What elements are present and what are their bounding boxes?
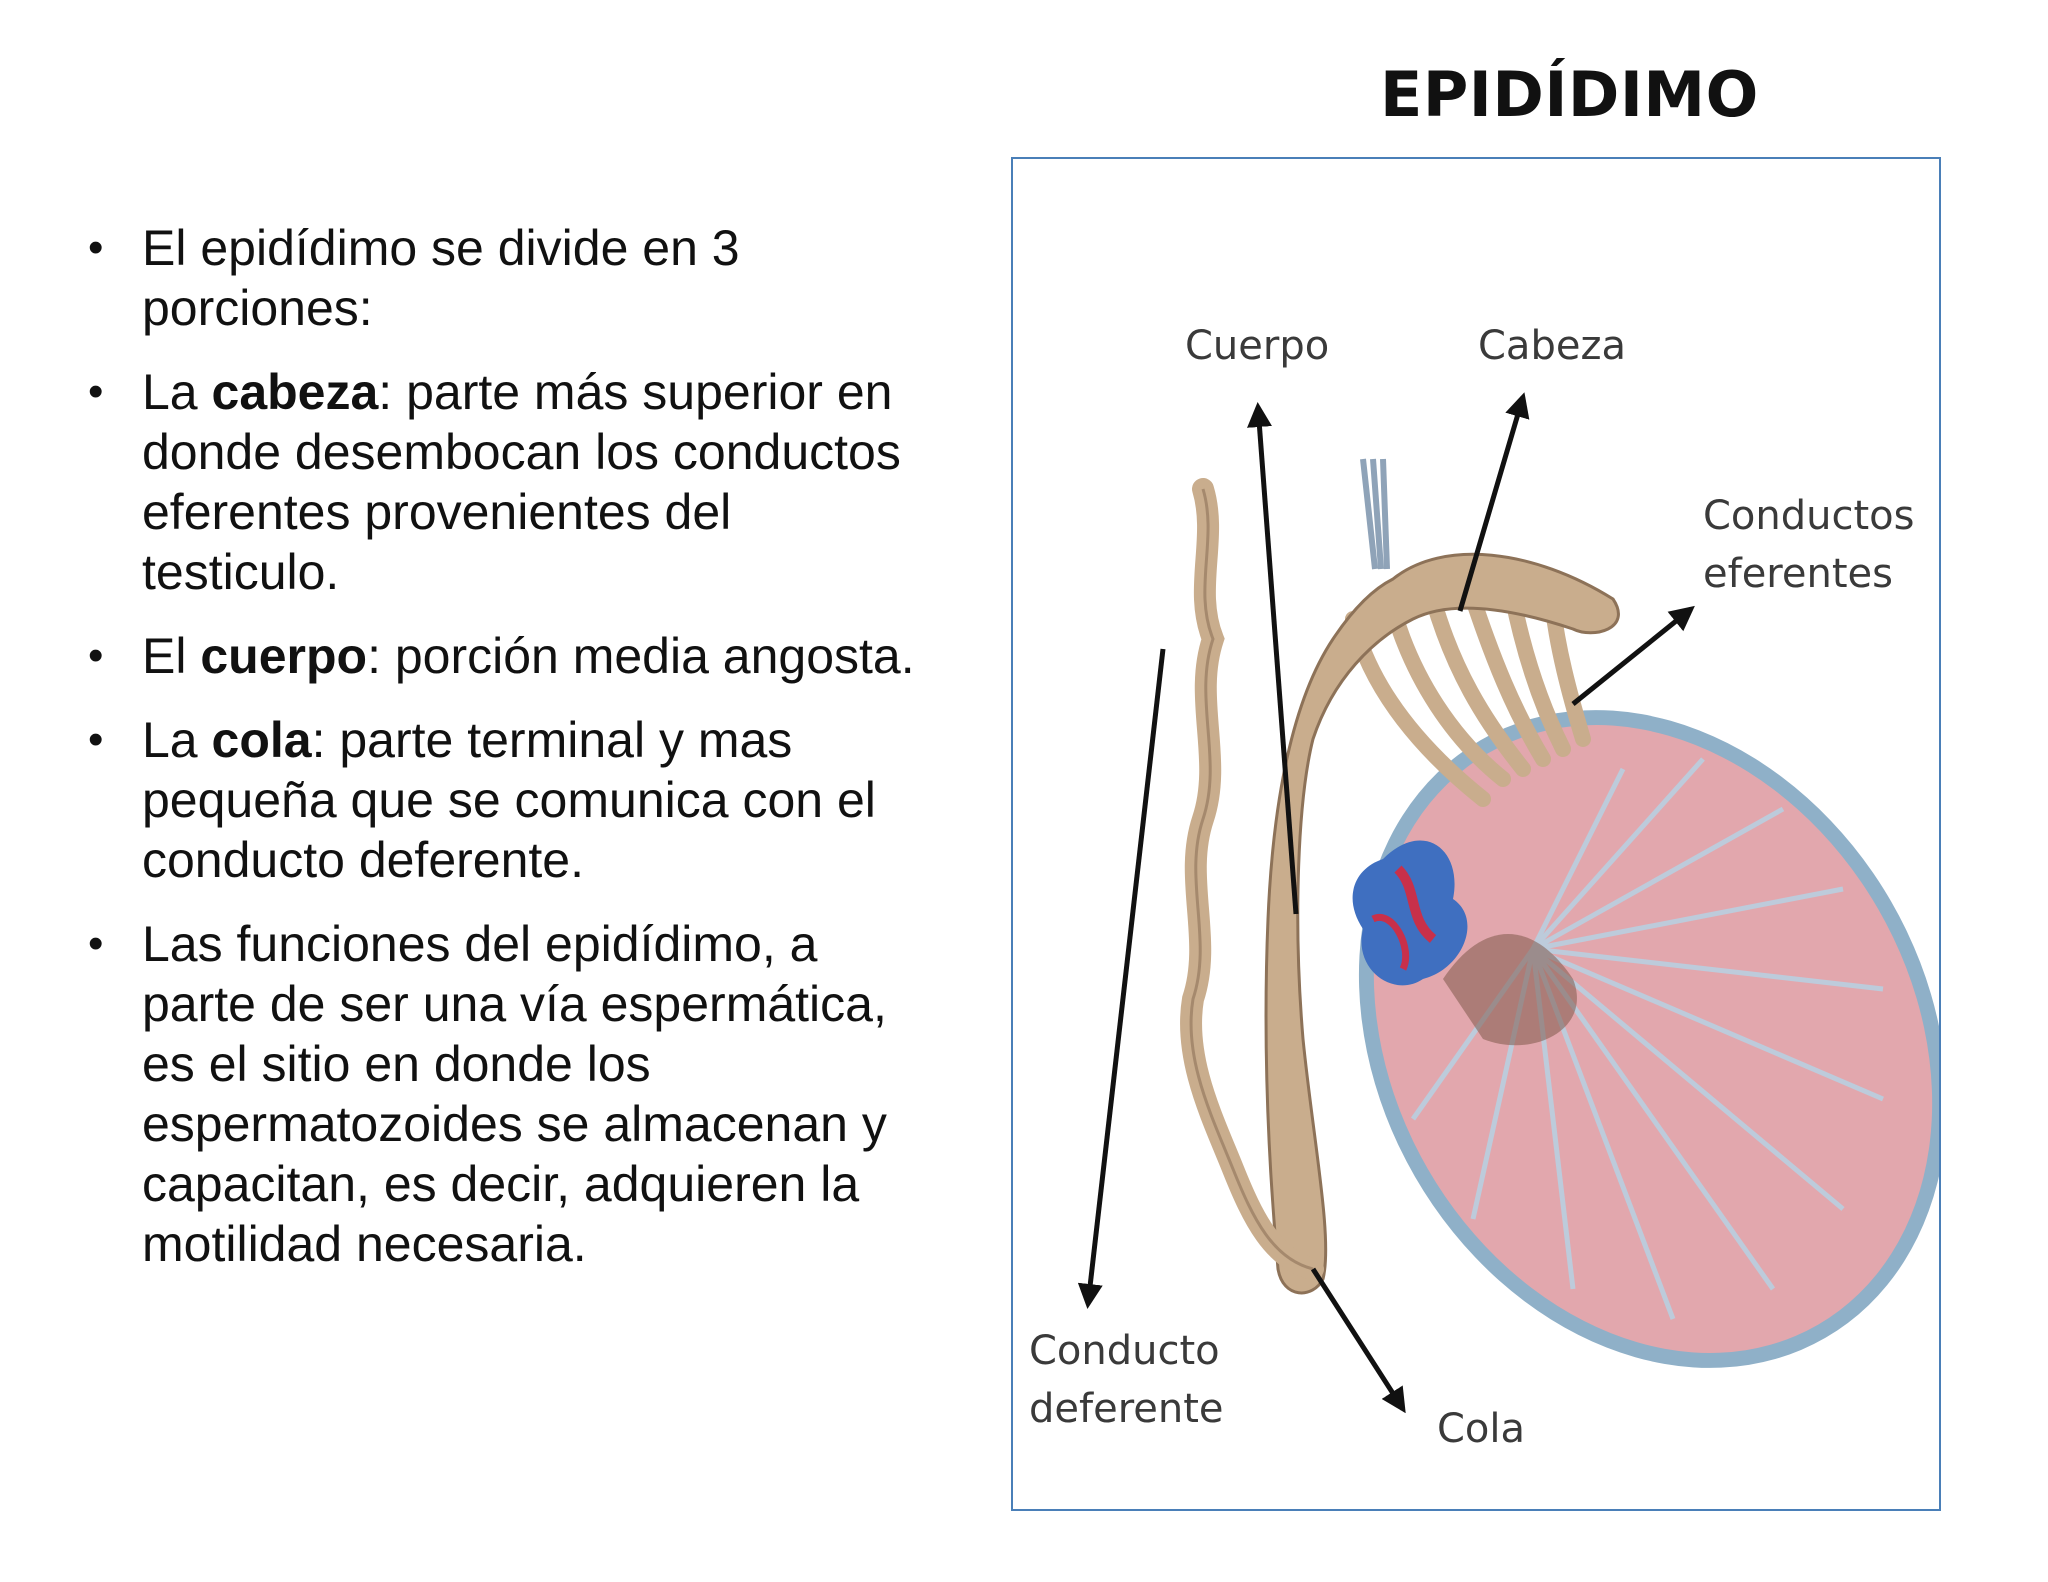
bullet-item: La cabeza: parte más superior en donde d… (88, 362, 928, 602)
label-cabeza: Cabeza (1478, 323, 1626, 369)
label-arrows (1077, 392, 1695, 1414)
arrow-cuerpo (1247, 402, 1299, 915)
arrow-conducto-deferente (1077, 648, 1166, 1309)
label-cuerpo: Cuerpo (1185, 323, 1329, 369)
anatomy-illustration: Cuerpo Cabeza Conductos eferentes Conduc… (1029, 323, 1939, 1452)
bullet-item: La cola: parte terminal y mas pequeña qu… (88, 710, 928, 890)
label-conductos-eferentes-1: Conductos (1703, 493, 1914, 539)
label-conducto-deferente-2: deferente (1029, 1386, 1224, 1432)
arrow-conductos-eferentes (1571, 605, 1695, 706)
epididymis-illustration (1180, 458, 1620, 1295)
term-cuerpo: cuerpo (200, 628, 368, 684)
testis-illustration (1358, 710, 1939, 1368)
label-conductos-eferentes-2: eferentes (1703, 551, 1893, 597)
label-cola: Cola (1437, 1406, 1525, 1452)
term-cola: cola (211, 712, 312, 768)
epididymis-diagram: Cuerpo Cabeza Conductos eferentes Conduc… (1011, 157, 1941, 1511)
arrow-cola (1310, 1267, 1406, 1414)
bullet-item: Las funciones del epidídimo, a parte de … (88, 914, 928, 1274)
arrow-cabeza (1457, 392, 1530, 612)
bullet-item: El cuerpo: porción media angosta. (88, 626, 928, 686)
bullet-list: El epidídimo se divide en 3 porciones: L… (88, 218, 928, 1298)
label-conducto-deferente-1: Conducto (1029, 1328, 1220, 1374)
vessels-illustration (1352, 840, 1468, 986)
bullet-item: El epidídimo se divide en 3 porciones: (88, 218, 928, 338)
slide-title: EPIDÍDIMO (1380, 58, 1759, 131)
term-cabeza: cabeza (211, 364, 379, 420)
